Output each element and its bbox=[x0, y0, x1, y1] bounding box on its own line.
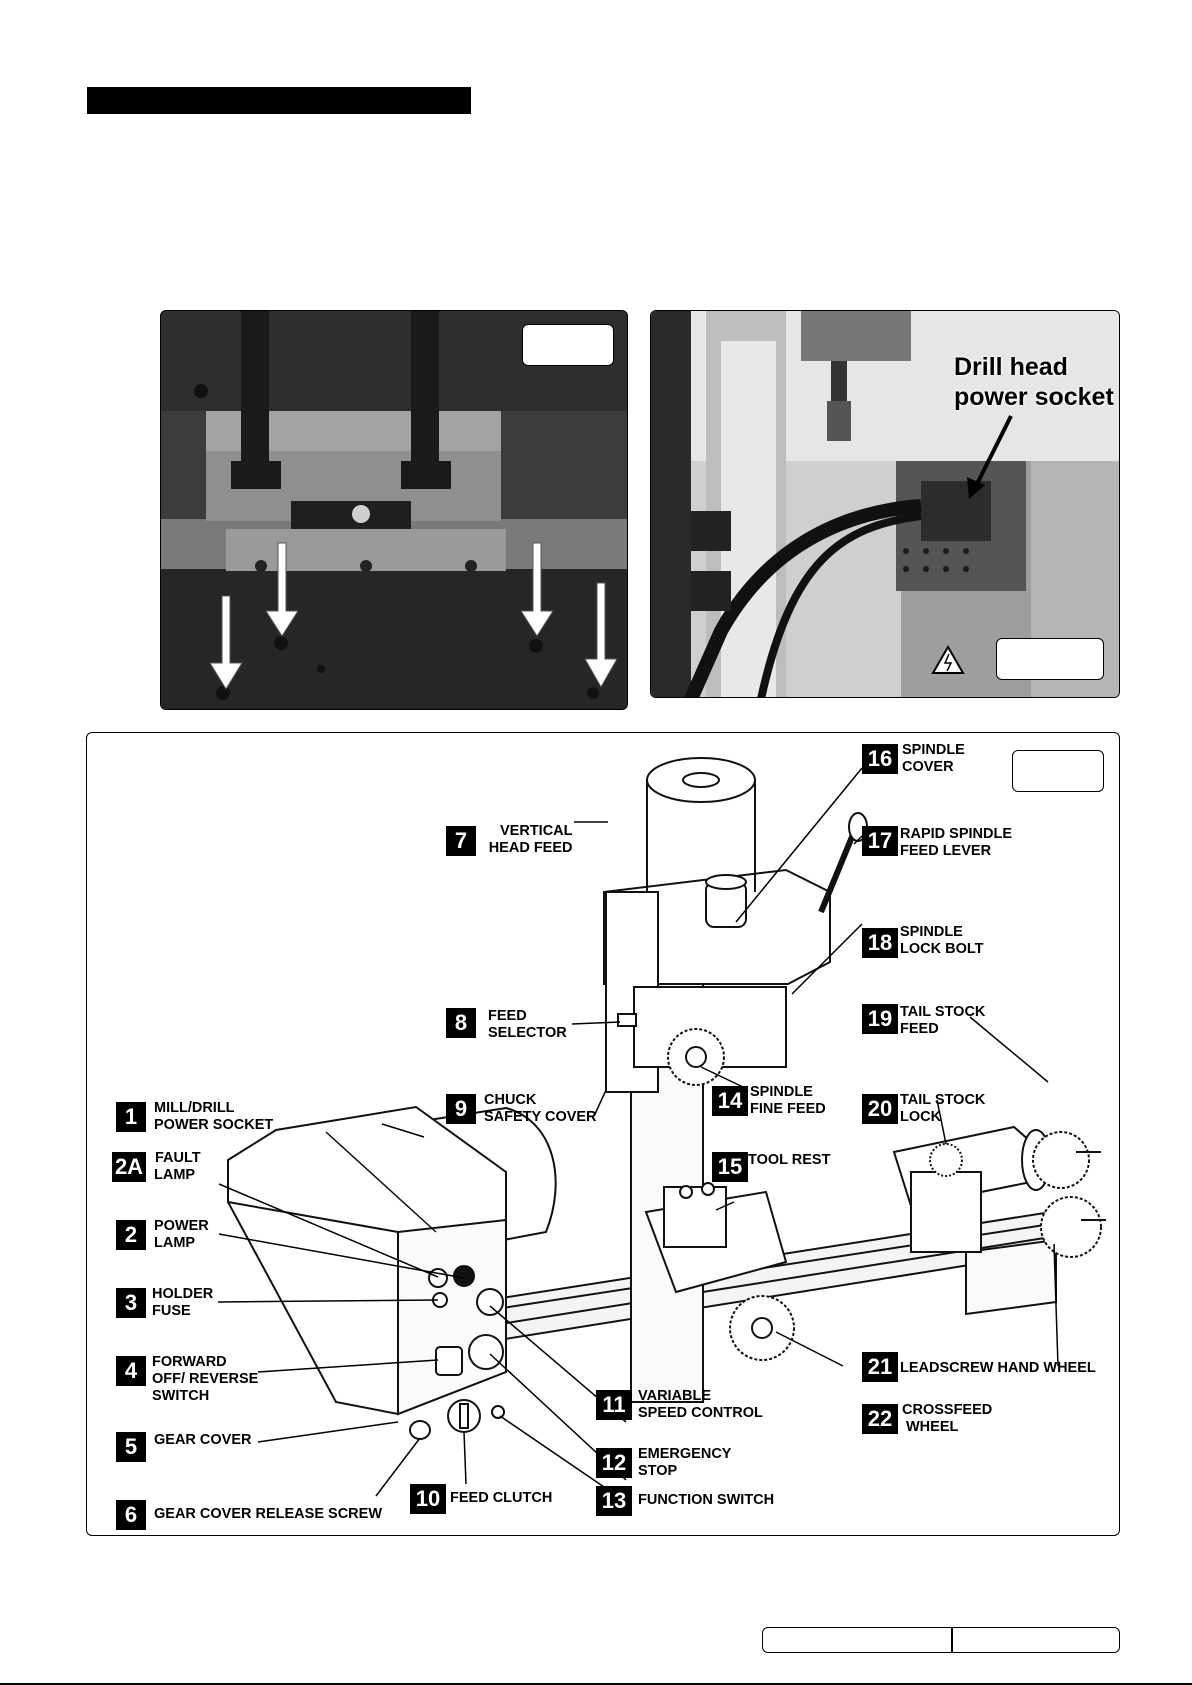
label-line: EMERGENCY bbox=[638, 1446, 732, 1462]
footer-divider bbox=[951, 1628, 953, 1652]
callout-label-19: TAIL STOCK FEED bbox=[900, 1004, 985, 1038]
callout-number-3: 3 bbox=[116, 1288, 146, 1318]
callout-number-7: 7 bbox=[446, 826, 476, 856]
callout-number-20: 20 bbox=[862, 1094, 898, 1124]
callout-label-7: VERTICAL HEAD FEED bbox=[486, 823, 573, 857]
callout-number-4: 4 bbox=[116, 1356, 146, 1386]
callout-label-4: FORWARD OFF/ REVERSE SWITCH bbox=[152, 1354, 258, 1405]
label-line: RAPID SPINDLE bbox=[900, 826, 1012, 842]
callout-label-3: HOLDER FUSE bbox=[152, 1286, 213, 1320]
label-line: OFF/ REVERSE bbox=[152, 1371, 259, 1387]
callout-label-21: LEADSCREW HAND WHEEL bbox=[900, 1360, 1096, 1376]
callout-number-16: 16 bbox=[862, 744, 898, 774]
label-line: SPINDLE bbox=[902, 742, 965, 758]
callout-number-8: 8 bbox=[446, 1008, 476, 1038]
label-line: FEED bbox=[488, 1008, 527, 1024]
callout-number-17: 17 bbox=[862, 826, 898, 856]
label-line: TAIL STOCK bbox=[900, 1092, 986, 1108]
label-line: FINE FEED bbox=[750, 1101, 826, 1117]
callout-number-11: 11 bbox=[596, 1390, 632, 1420]
photo-drill-head-socket bbox=[650, 310, 1120, 698]
label-line: VERTICAL bbox=[500, 823, 573, 839]
callout-number-2a: 2A bbox=[112, 1152, 146, 1182]
section-title-bar bbox=[87, 87, 471, 114]
callout-label-18: SPINDLE LOCK BOLT bbox=[900, 924, 984, 958]
label-line: FUSE bbox=[152, 1303, 191, 1319]
drill-head-illustration bbox=[651, 311, 1119, 697]
callout-label-9: CHUCK SAFETY COVER bbox=[484, 1092, 597, 1126]
label-line: LOCK BOLT bbox=[900, 941, 984, 957]
callout-number-10: 10 bbox=[410, 1484, 446, 1514]
callout-number-12: 12 bbox=[596, 1448, 632, 1478]
label-line: STOP bbox=[638, 1463, 678, 1479]
caption-line-2: power socket bbox=[954, 383, 1114, 411]
label-line: HEAD FEED bbox=[488, 840, 573, 856]
callout-number-13: 13 bbox=[596, 1486, 632, 1516]
label-line: SELECTOR bbox=[488, 1025, 567, 1041]
label-line: SPINDLE bbox=[750, 1084, 813, 1100]
page-bottom-rule bbox=[0, 1683, 1192, 1685]
label-line: FORWARD bbox=[152, 1354, 227, 1370]
callout-label-17: RAPID SPINDLE FEED LEVER bbox=[900, 826, 1012, 860]
label-line: CHUCK bbox=[484, 1092, 537, 1108]
label-line: FAULT bbox=[155, 1150, 201, 1166]
label-line: LAMP bbox=[154, 1235, 196, 1251]
callout-number-15: 15 bbox=[712, 1152, 748, 1182]
label-line: LOCK bbox=[900, 1109, 942, 1125]
label-line: SPEED CONTROL bbox=[638, 1405, 763, 1421]
callout-number-14: 14 bbox=[712, 1086, 748, 1116]
figure-tag-empty bbox=[996, 638, 1104, 680]
callout-number-9: 9 bbox=[446, 1094, 476, 1124]
mini-lathe-mill-drawing bbox=[217, 757, 1106, 1503]
label-line: SAFETY COVER bbox=[484, 1109, 597, 1125]
label-line: FEED LEVER bbox=[900, 843, 992, 859]
callout-number-5: 5 bbox=[116, 1432, 146, 1462]
callout-label-20: TAIL STOCK LOCK bbox=[900, 1092, 985, 1126]
figure-tag-empty bbox=[1012, 750, 1104, 792]
callout-label-14: SPINDLE FINE FEED bbox=[750, 1084, 826, 1118]
callout-label-12: EMERGENCY STOP bbox=[638, 1446, 731, 1480]
label-line: SWITCH bbox=[152, 1388, 210, 1404]
label-line: HOLDER bbox=[152, 1286, 214, 1302]
callout-label-10: FEED CLUTCH bbox=[450, 1490, 553, 1506]
label-line: CROSSFEED bbox=[902, 1402, 993, 1418]
callout-label-2: POWER LAMP bbox=[154, 1218, 209, 1252]
callout-label-13: FUNCTION SWITCH bbox=[638, 1492, 775, 1508]
label-line: WHEEL bbox=[906, 1419, 959, 1435]
callout-number-22: 22 bbox=[862, 1404, 898, 1434]
photo-mill-table bbox=[160, 310, 628, 710]
callout-label-6: GEAR COVER RELEASE SCREW bbox=[154, 1506, 382, 1522]
label-line: MILL/DRILL bbox=[154, 1100, 235, 1116]
callout-label-11: VARIABLE SPEED CONTROL bbox=[638, 1388, 763, 1422]
label-line: TAIL STOCK bbox=[900, 1004, 986, 1020]
callout-label-2a: FAULT LAMP bbox=[154, 1150, 201, 1184]
callout-number-21: 21 bbox=[862, 1352, 898, 1382]
caption-line-1: Drill head bbox=[954, 353, 1068, 381]
callout-number-2: 2 bbox=[116, 1220, 146, 1250]
label-line: POWER SOCKET bbox=[154, 1117, 274, 1133]
callout-number-1: 1 bbox=[116, 1102, 146, 1132]
label-line: POWER bbox=[154, 1218, 209, 1234]
callout-label-16: SPINDLE COVER bbox=[902, 742, 965, 776]
callout-label-1: MILL/DRILL POWER SOCKET bbox=[154, 1100, 273, 1134]
label-line: SPINDLE bbox=[900, 924, 963, 940]
figure-tag-empty bbox=[522, 324, 614, 366]
callout-label-8: FEED SELECTOR bbox=[488, 1008, 567, 1042]
label-line: COVER bbox=[902, 759, 954, 775]
callout-label-5: GEAR COVER bbox=[154, 1432, 252, 1448]
callout-label-15: TOOL REST bbox=[748, 1152, 831, 1168]
drill-head-caption: Drill head power socket bbox=[954, 352, 1122, 412]
label-line: VARIABLE bbox=[638, 1388, 712, 1404]
footer-reference-box bbox=[762, 1627, 1120, 1653]
callout-number-19: 19 bbox=[862, 1004, 898, 1034]
label-line: FEED bbox=[900, 1021, 939, 1037]
callout-label-22: CROSSFEED WHEEL bbox=[902, 1402, 992, 1436]
label-line: LAMP bbox=[154, 1167, 196, 1183]
callout-number-18: 18 bbox=[862, 928, 898, 958]
mill-table-illustration bbox=[161, 311, 627, 709]
callout-number-6: 6 bbox=[116, 1500, 146, 1530]
